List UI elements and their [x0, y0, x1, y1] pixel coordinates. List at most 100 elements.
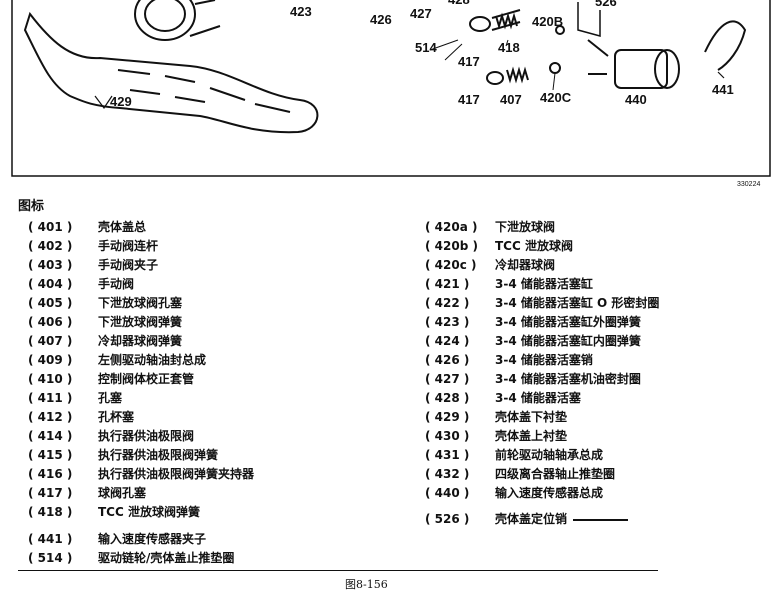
legend-row: ( 406 ) 下泄放球阀弹簧 [28, 314, 182, 330]
leader-line [573, 518, 629, 521]
callout-label: 440 [625, 92, 647, 107]
callout-label: 514 [415, 40, 437, 55]
part-description: 四级离合器轴止推垫圈 [495, 467, 616, 481]
part-number: ( 406 ) [28, 315, 73, 329]
part-description: 3-4 储能器活塞 [495, 391, 581, 405]
callout-label: 417 [458, 54, 480, 69]
part-description: 输入速度传感器夹子 [98, 532, 207, 546]
legend-row: ( 421 ) 3-4 储能器活塞缸 [425, 276, 593, 292]
bottom-rule [18, 570, 658, 571]
legend-row: ( 420b ) TCC 泄放球阀 [425, 238, 573, 254]
part-number: ( 432 ) [425, 467, 470, 481]
part-number: ( 415 ) [28, 448, 73, 462]
exploded-view-diagram: 423 426 427 428 420B 526 514 418 417 429… [11, 0, 771, 177]
callout-label: 423 [290, 4, 312, 19]
part-number: ( 404 ) [28, 277, 73, 291]
legend-row: ( 415 )执行器供油极限阀弹簧 [28, 447, 218, 463]
part-number: ( 405 ) [28, 296, 73, 310]
legend-title: 图标 [18, 199, 45, 214]
legend-row: ( 402 ) 手动阀连杆 [28, 238, 158, 254]
callout-label: 526 [595, 0, 617, 9]
legend-row: ( 405 )下泄放球阀孔塞 [28, 295, 182, 311]
part-number: ( 441 ) [28, 532, 73, 546]
diagram-frame [11, 0, 771, 177]
part-number: ( 421 ) [425, 277, 470, 291]
part-number: ( 427 ) [425, 372, 470, 386]
part-number: ( 418 ) [28, 505, 73, 519]
legend-row: ( 409 )左侧驱动轴油封总成 [28, 352, 206, 368]
figure-caption: 图8-156 [345, 578, 388, 591]
part-description: 孔杯塞 [98, 410, 135, 424]
legend-row: ( 427 ) 3-4 储能器活塞机油密封圈 [425, 371, 641, 387]
part-number: ( 417 ) [28, 486, 73, 500]
part-number: ( 514 ) [28, 551, 73, 565]
legend-row: ( 422 ) 3-4 储能器活塞缸 O 形密封圈 [425, 295, 659, 311]
part-number: ( 526 ) [425, 512, 470, 526]
part-number: ( 412 ) [28, 410, 73, 424]
part-description: 输入速度传感器总成 [495, 486, 604, 500]
callout-label: 420B [532, 14, 563, 29]
legend-row: ( 432 ) 四级离合器轴止推垫圈 [425, 466, 615, 482]
part-description: 前轮驱动轴轴承总成 [495, 448, 604, 462]
part-description: 左侧驱动轴油封总成 [98, 353, 207, 367]
part-number: ( 420c ) [425, 258, 477, 272]
part-number: ( 422 ) [425, 296, 470, 310]
callout-label: 407 [500, 92, 522, 107]
part-number: ( 426 ) [425, 353, 470, 367]
part-description: 3-4 储能器活塞缸 [495, 277, 593, 291]
legend-row: ( 414 ) 执行器供油极限阀 [28, 428, 194, 444]
part-number: ( 431 ) [425, 448, 470, 462]
legend-row: ( 424 )3-4 储能器活塞缸内圈弹簧 [425, 333, 641, 349]
part-description: 孔塞 [98, 391, 123, 405]
part-number: ( 411 ) [28, 391, 73, 405]
legend-row: ( 403 )手动阀夹子 [28, 257, 158, 273]
part-number: ( 401 ) [28, 220, 73, 234]
callout-label: 418 [498, 40, 520, 55]
part-number: ( 402 ) [28, 239, 73, 253]
part-description: 手动阀连杆 [98, 239, 159, 253]
callout-label: 429 [110, 94, 132, 109]
figure-reference-code: 330224 [737, 181, 761, 188]
legend-row: ( 416 )执行器供油极限阀弹簧夹持器 [28, 466, 254, 482]
part-description: 壳体盖定位销 [495, 512, 568, 526]
part-description: 下泄放球阀弹簧 [98, 315, 183, 329]
part-description: 执行器供油极限阀 [98, 429, 195, 443]
legend-row: ( 417 ) 球阀孔塞 [28, 485, 146, 501]
part-description: 球阀孔塞 [98, 486, 147, 500]
legend-row: ( 440 )输入速度传感器总成 [425, 485, 603, 501]
part-description: TCC 泄放球阀弹簧 [98, 505, 200, 519]
callout-label: 426 [370, 12, 392, 27]
legend-row: ( 404 )手动阀 [28, 276, 134, 292]
part-number: ( 420a ) [425, 220, 478, 234]
legend-row: ( 431 ) 前轮驱动轴轴承总成 [425, 447, 603, 463]
legend-row: ( 407 ) 冷却器球阀弹簧 [28, 333, 182, 349]
part-description: 3-4 储能器活塞缸外圈弹簧 [495, 315, 641, 329]
part-description: 冷却器球阀 [495, 258, 556, 272]
part-description: 驱动链轮/壳体盖止推垫圈 [98, 551, 235, 565]
legend-row: ( 429 )壳体盖下衬垫 [425, 409, 567, 425]
part-number: ( 414 ) [28, 429, 73, 443]
legend-row: ( 441 ) 输入速度传感器夹子 [28, 531, 206, 547]
part-description: 手动阀夹子 [98, 258, 159, 272]
legend-row: ( 426 ) 3-4 储能器活塞销 [425, 352, 593, 368]
legend-row: ( 430 )壳体盖上衬垫 [425, 428, 567, 444]
part-number: ( 428 ) [425, 391, 470, 405]
legend-row: ( 411 ) 孔塞 [28, 390, 122, 406]
part-description: TCC 泄放球阀 [495, 239, 573, 253]
part-number: ( 416 ) [28, 467, 73, 481]
legend-row: ( 412 ) 孔杯塞 [28, 409, 134, 425]
callout-label: 417 [458, 92, 480, 107]
part-description: 3-4 储能器活塞机油密封圈 [495, 372, 641, 386]
part-description: 3-4 储能器活塞缸 O 形密封圈 [495, 296, 660, 310]
part-description: 冷却器球阀弹簧 [98, 334, 183, 348]
part-description: 3-4 储能器活塞销 [495, 353, 593, 367]
part-number: ( 420b ) [425, 239, 478, 253]
legend-row: ( 423 )3-4 储能器活塞缸外圈弹簧 [425, 314, 641, 330]
part-description: 壳体盖总 [98, 220, 147, 234]
legend-row: ( 401 ) 壳体盖总 [28, 219, 146, 235]
part-number: ( 410 ) [28, 372, 73, 386]
legend-row: ( 420a )下泄放球阀 [425, 219, 555, 235]
part-number: ( 407 ) [28, 334, 73, 348]
part-number: ( 429 ) [425, 410, 470, 424]
callout-label: 420C [540, 90, 572, 105]
